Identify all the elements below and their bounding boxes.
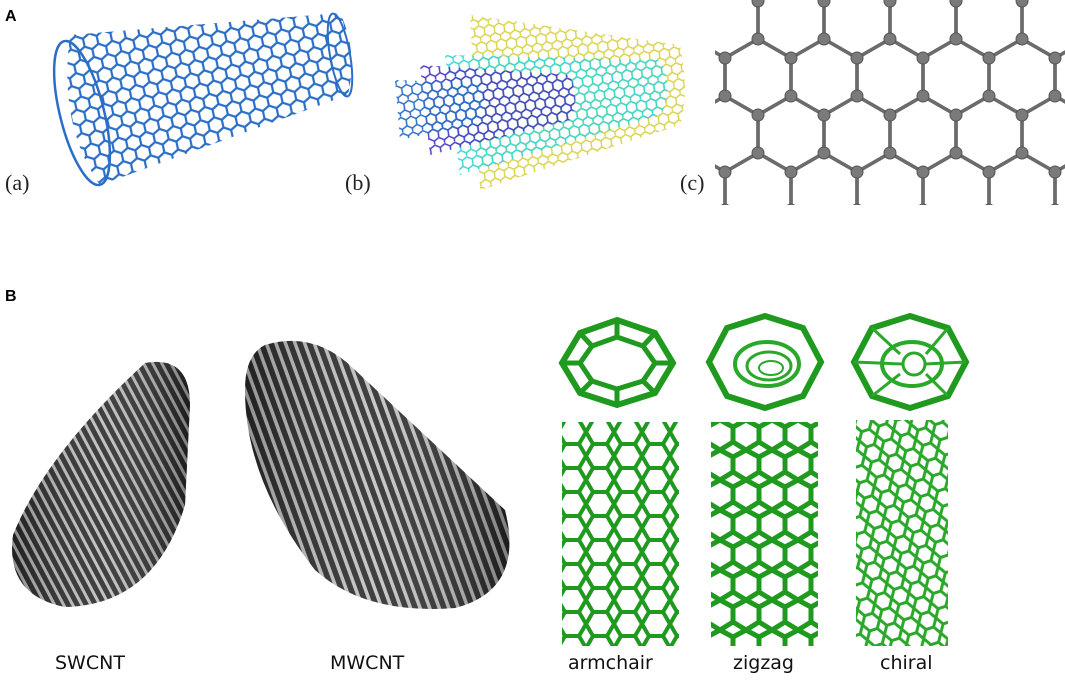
carbon-atom	[751, 32, 765, 46]
carbon-atom	[817, 0, 831, 8]
armchair-label: armchair	[568, 652, 653, 674]
label-a: (a)	[5, 170, 30, 195]
label-c: (c)	[680, 170, 705, 195]
carbon-atom	[883, 146, 897, 160]
armchair-side-view	[562, 422, 679, 646]
carbon-atom	[718, 165, 732, 179]
carbon-atom	[1015, 32, 1029, 46]
carbon-atom	[751, 146, 765, 160]
multi-wall-nanotube-illustration	[395, 15, 685, 190]
chiral-side-view	[856, 420, 948, 646]
carbon-atom	[1048, 51, 1062, 65]
carbon-atom	[784, 51, 798, 65]
carbon-atom	[1048, 165, 1062, 179]
carbon-atom	[850, 51, 864, 65]
carbon-atom	[852, 203, 862, 205]
carbon-atom	[786, 203, 796, 205]
label-b: (b)	[345, 170, 371, 195]
panel-b-letter: B	[5, 288, 17, 305]
carbon-atom	[984, 203, 994, 205]
carbon-atom	[751, 108, 765, 122]
carbon-atom	[949, 32, 963, 46]
carbon-atom	[916, 51, 930, 65]
carbon-atom	[949, 0, 963, 8]
mwcnt-label: MWCNT	[330, 652, 405, 674]
carbon-atom	[982, 51, 996, 65]
carbon-atom	[1048, 89, 1062, 103]
zigzag-side-view	[711, 422, 818, 646]
swcnt-illustration	[12, 361, 190, 607]
carbon-atom	[784, 165, 798, 179]
single-wall-nanotube-illustration	[52, 12, 354, 187]
carbon-atom	[784, 89, 798, 103]
carbon-atom	[1015, 108, 1029, 122]
carbon-atom	[1050, 203, 1060, 205]
panel-a-letter: A	[5, 8, 17, 25]
chiral-end-view	[850, 312, 970, 412]
carbon-atom	[817, 146, 831, 160]
carbon-atom	[949, 146, 963, 160]
carbon-atom	[718, 89, 732, 103]
carbon-atom	[982, 165, 996, 179]
zigzag-end-view	[705, 312, 825, 412]
carbon-atom	[916, 89, 930, 103]
carbon-atom	[883, 108, 897, 122]
graphene-lattice-illustration	[715, 0, 1065, 205]
carbon-atom	[718, 51, 732, 65]
mwcnt-illustration	[245, 340, 510, 609]
chiral-label: chiral	[880, 652, 933, 674]
carbon-atom	[918, 203, 928, 205]
carbon-atom	[850, 165, 864, 179]
carbon-atom	[817, 32, 831, 46]
carbon-atom	[720, 203, 730, 205]
carbon-atom	[949, 108, 963, 122]
carbon-atom	[982, 89, 996, 103]
carbon-atom	[817, 108, 831, 122]
carbon-atom	[883, 0, 897, 8]
carbon-atom	[850, 89, 864, 103]
carbon-atom	[751, 0, 765, 8]
armchair-end-view	[558, 316, 677, 409]
swcnt-label: SWCNT	[55, 652, 125, 674]
carbon-atom	[916, 165, 930, 179]
carbon-atom	[1015, 146, 1029, 160]
carbon-atom	[1015, 0, 1029, 8]
zigzag-label: zigzag	[733, 652, 794, 674]
carbon-atom	[883, 32, 897, 46]
